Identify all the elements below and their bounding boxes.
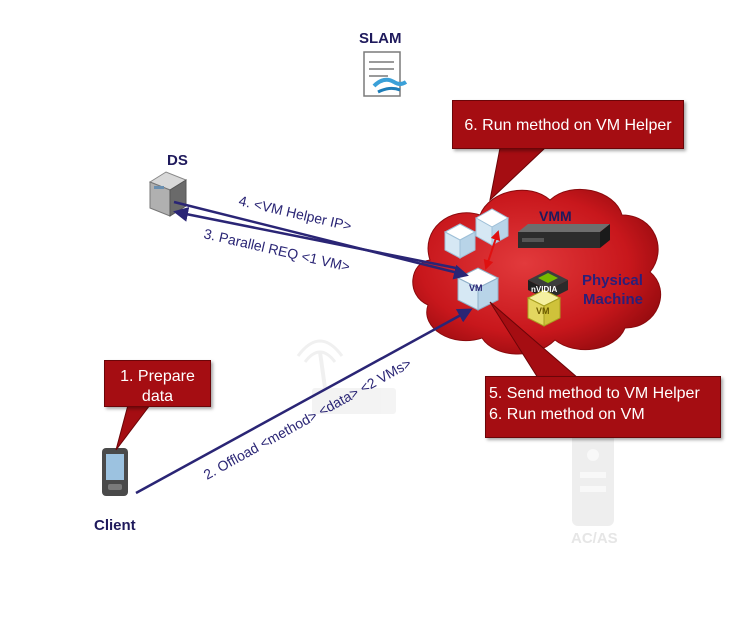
- ds-server-icon: [148, 171, 188, 217]
- callout-send-line2: 6. Run method on VM: [489, 406, 645, 423]
- router-icon-faded: [296, 339, 396, 414]
- vm-cube-gpu: [526, 289, 562, 327]
- arrow-offload: [135, 308, 473, 495]
- callout-run-helper-text: 6. Run method on VM Helper: [464, 117, 672, 134]
- client-phone-icon: [102, 448, 128, 496]
- client-label: Client: [94, 517, 136, 534]
- slam-document-icon: [363, 51, 408, 97]
- acas-label: AC/AS: [571, 530, 618, 547]
- vm-label-gpu: VM: [536, 306, 550, 316]
- callout-prepare-data: 1. Prepare data: [104, 360, 211, 407]
- vmm-label: VMM: [539, 208, 572, 224]
- machine-label: Machine: [583, 291, 643, 308]
- label-offload: 2. Offload <method> <data> <2 VMs>: [201, 355, 414, 483]
- acas-remote-icon: [572, 428, 614, 526]
- nvidia-label: nVIDIA: [531, 285, 557, 294]
- physical-label: Physical: [582, 272, 643, 289]
- callout-prepare-line1: 1. Prepare: [120, 368, 195, 385]
- arrow-vm-helper-ip: [173, 206, 457, 270]
- vm-helper-link-arrow: [483, 230, 501, 270]
- vm-label-main: VM: [469, 283, 483, 293]
- callout-send-line1: 5. Send method to VM Helper: [489, 385, 700, 402]
- arrow-parallel-req: [173, 200, 469, 280]
- vm-cube-left: [443, 223, 477, 259]
- ds-label: DS: [167, 152, 188, 169]
- callout-prepare-line2: data: [141, 388, 174, 405]
- callout-run-helper: 6. Run method on VM Helper: [452, 100, 684, 149]
- slam-label: SLAM: [359, 30, 402, 47]
- callout-tail-prepare: [115, 404, 152, 451]
- vm-cube-main: [456, 267, 500, 311]
- callout-send-run: 5. Send method to VM Helper 6. Run metho…: [485, 376, 721, 438]
- vmm-server-icon: [518, 224, 610, 248]
